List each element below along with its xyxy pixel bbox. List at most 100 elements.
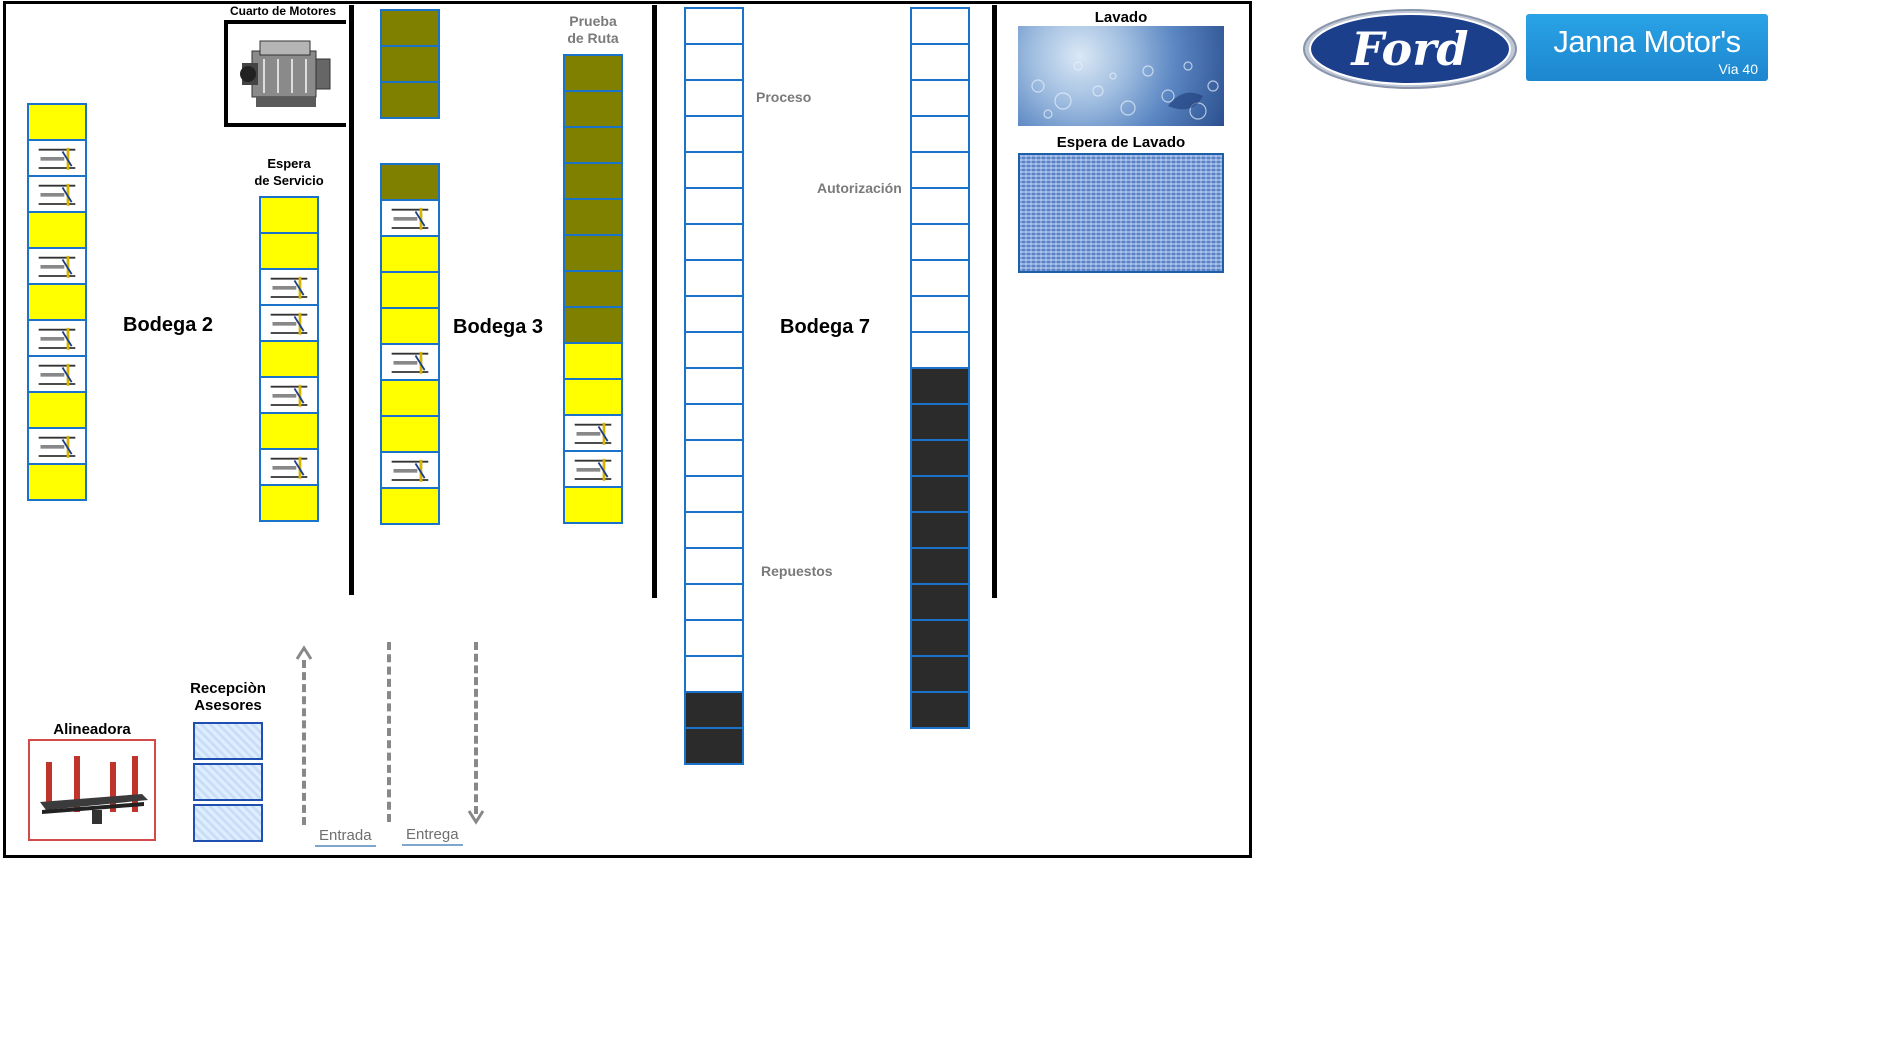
lift-bay[interactable]	[27, 175, 87, 213]
parking-bay-olive[interactable]	[380, 45, 440, 83]
parking-bay-yellow[interactable]	[380, 235, 440, 273]
parking-bay-white[interactable]	[684, 583, 744, 621]
parking-bay-white[interactable]	[910, 43, 970, 81]
parking-bay-dark[interactable]	[910, 367, 970, 405]
parking-bay-yellow[interactable]	[380, 487, 440, 525]
parking-bay-olive[interactable]	[563, 270, 623, 308]
lift-bay[interactable]	[259, 304, 319, 342]
parking-bay-white[interactable]	[684, 403, 744, 441]
engine-room[interactable]	[224, 20, 346, 127]
lift-bay[interactable]	[27, 247, 87, 285]
lift-bay[interactable]	[563, 450, 623, 488]
parking-bay-dark[interactable]	[910, 475, 970, 513]
alignment-lift-icon	[40, 756, 148, 824]
parking-bay-dark[interactable]	[910, 403, 970, 441]
parking-bay-white[interactable]	[684, 547, 744, 585]
lift-bay[interactable]	[380, 451, 440, 489]
parking-bay-yellow[interactable]	[259, 412, 319, 450]
lavado-area[interactable]	[1018, 26, 1224, 126]
parking-bay-yellow[interactable]	[27, 211, 87, 249]
parking-bay-dark[interactable]	[910, 547, 970, 585]
parking-bay-olive[interactable]	[563, 234, 623, 272]
parking-bay-yellow[interactable]	[259, 232, 319, 270]
espera-lavado-area[interactable]	[1018, 153, 1224, 273]
alineadora-area[interactable]	[28, 739, 156, 841]
parking-bay-white[interactable]	[684, 511, 744, 549]
parking-bay-white[interactable]	[684, 259, 744, 297]
recepcion-desk-3[interactable]	[193, 804, 263, 842]
parking-bay-yellow[interactable]	[380, 307, 440, 345]
parking-bay-white[interactable]	[684, 367, 744, 405]
lift-bay[interactable]	[27, 355, 87, 393]
parking-bay-white[interactable]	[684, 439, 744, 477]
parking-bay-white[interactable]	[684, 475, 744, 513]
parking-bay-white[interactable]	[684, 79, 744, 117]
parking-bay-dark[interactable]	[910, 583, 970, 621]
parking-bay-olive[interactable]	[380, 163, 440, 201]
lift-bay[interactable]	[380, 343, 440, 381]
parking-bay-olive[interactable]	[563, 126, 623, 164]
parking-bay-white[interactable]	[684, 655, 744, 693]
proceso-label: Proceso	[756, 89, 812, 105]
parking-bay-white[interactable]	[910, 223, 970, 261]
parking-bay-white[interactable]	[684, 43, 744, 81]
parking-bay-yellow[interactable]	[563, 486, 623, 524]
parking-bay-white[interactable]	[910, 259, 970, 297]
parking-bay-olive[interactable]	[563, 198, 623, 236]
parking-bay-dark[interactable]	[910, 511, 970, 549]
parking-bay-dark[interactable]	[910, 439, 970, 477]
parking-bay-white[interactable]	[910, 187, 970, 225]
lift-bay[interactable]	[27, 139, 87, 177]
parking-bay-yellow[interactable]	[259, 484, 319, 522]
parking-bay-yellow[interactable]	[259, 196, 319, 234]
lift-bay[interactable]	[563, 414, 623, 452]
recepcion-desk-2[interactable]	[193, 763, 263, 801]
parking-bay-yellow[interactable]	[380, 271, 440, 309]
parking-bay-white[interactable]	[684, 295, 744, 333]
parking-bay-white[interactable]	[910, 79, 970, 117]
parking-bay-yellow[interactable]	[563, 378, 623, 416]
parking-bay-yellow[interactable]	[27, 103, 87, 141]
parking-bay-yellow[interactable]	[27, 283, 87, 321]
parking-bay-white[interactable]	[910, 151, 970, 189]
parking-bay-white[interactable]	[684, 223, 744, 261]
parking-bay-dark[interactable]	[910, 691, 970, 729]
parking-bay-white[interactable]	[684, 619, 744, 657]
parking-bay-yellow[interactable]	[259, 340, 319, 378]
parking-bay-olive[interactable]	[563, 54, 623, 92]
parking-bay-yellow[interactable]	[380, 379, 440, 417]
parking-bay-olive[interactable]	[563, 306, 623, 344]
parking-bay-dark[interactable]	[684, 727, 744, 765]
parking-bay-white[interactable]	[684, 151, 744, 189]
parking-bay-yellow[interactable]	[380, 415, 440, 453]
lift-bay[interactable]	[27, 319, 87, 357]
lavado-label: Lavado	[1094, 9, 1148, 26]
lift-bay[interactable]	[259, 268, 319, 306]
parking-bay-dark[interactable]	[910, 619, 970, 657]
lift-bay[interactable]	[380, 199, 440, 237]
parking-bay-dark[interactable]	[910, 655, 970, 693]
parking-bay-olive[interactable]	[380, 9, 440, 47]
parking-bay-yellow[interactable]	[27, 391, 87, 429]
parking-bay-yellow[interactable]	[563, 342, 623, 380]
recepcion-desk-1[interactable]	[193, 722, 263, 760]
parking-bay-olive[interactable]	[563, 162, 623, 200]
lift-bay[interactable]	[27, 427, 87, 465]
parking-bay-white[interactable]	[910, 295, 970, 333]
lift-bay[interactable]	[259, 376, 319, 414]
parking-bay-white[interactable]	[684, 331, 744, 369]
parking-bay-white[interactable]	[910, 115, 970, 153]
espera-servicio-label: Espera de Servicio	[244, 155, 334, 189]
parking-bay-white[interactable]	[910, 7, 970, 45]
lift-bay[interactable]	[259, 448, 319, 486]
prueba-ruta-line1: Prueba	[569, 13, 617, 29]
parking-bay-yellow[interactable]	[27, 463, 87, 501]
parking-bay-olive[interactable]	[563, 90, 623, 128]
parking-bay-white[interactable]	[684, 187, 744, 225]
parking-bay-white[interactable]	[910, 331, 970, 369]
parking-bay-white[interactable]	[684, 115, 744, 153]
engine-icon	[240, 40, 331, 107]
parking-bay-olive[interactable]	[380, 81, 440, 119]
parking-bay-dark[interactable]	[684, 691, 744, 729]
parking-bay-white[interactable]	[684, 7, 744, 45]
